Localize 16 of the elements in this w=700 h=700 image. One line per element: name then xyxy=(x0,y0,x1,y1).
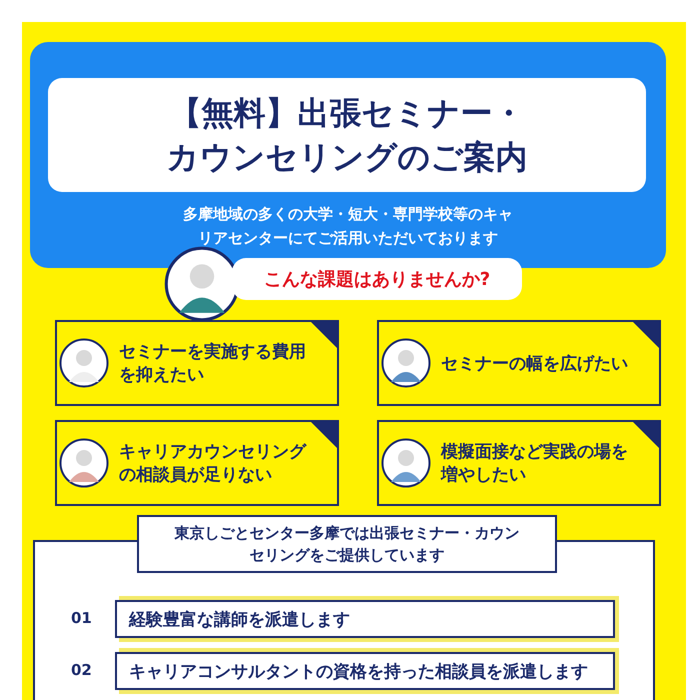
item-number: 01 xyxy=(71,609,92,627)
problem-card xyxy=(55,420,339,506)
panel-heading: 東京しごとセンター多摩では出張セミナー・カウンセリングをご提供しています xyxy=(137,515,557,573)
diagram-title: 【無料】出張セミナー・カウンセリングのご案内 xyxy=(166,93,528,178)
card-text: 模擬面接など実践の場を増やしたい xyxy=(441,441,629,486)
card-text: キャリアカウンセリングの相談員が足りない xyxy=(119,441,307,486)
service-panel xyxy=(33,573,655,700)
card-text: セミナーの幅を広げたい xyxy=(441,352,628,374)
item-number: 02 xyxy=(71,661,92,679)
speech-bubble: こんな課題はありませんか? xyxy=(232,258,522,300)
subtitle-text: 多摩地域の多くの大学・短大・専門学校等のキャリアセンターにてご活用いただいております xyxy=(182,204,514,249)
problem-card xyxy=(377,320,661,406)
card-text: セミナーを実施する費用を抑えたい xyxy=(119,341,307,386)
problem-card xyxy=(377,420,661,506)
problem-card xyxy=(55,320,339,406)
header-panel xyxy=(30,42,666,268)
